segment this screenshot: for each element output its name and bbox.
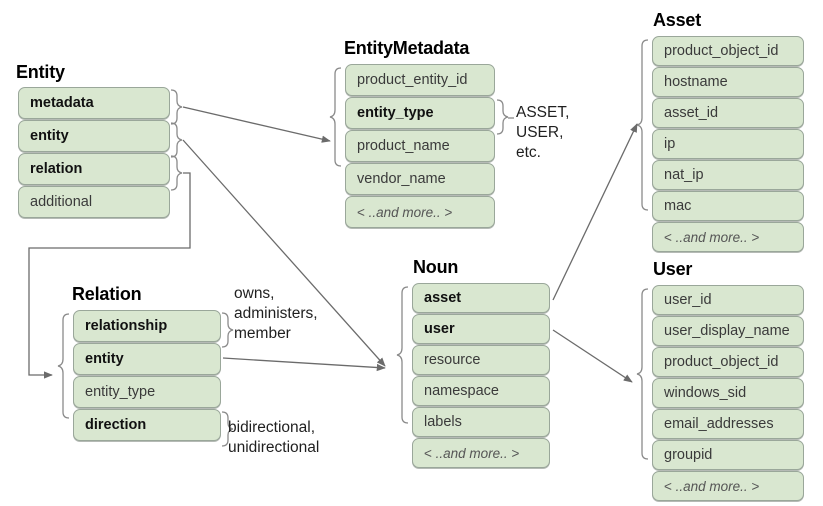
field-relation-1[interactable]: entity xyxy=(73,343,221,375)
note-relationship-values: owns, administers, member xyxy=(234,285,318,342)
field-entitymetadata-more[interactable]: < ..and more.. > xyxy=(345,196,495,228)
field-entity-2[interactable]: relation xyxy=(18,153,170,185)
field-asset-4[interactable]: nat_ip xyxy=(652,160,804,190)
field-asset-3[interactable]: ip xyxy=(652,129,804,159)
group-title-user: User xyxy=(653,259,693,279)
field-user-4[interactable]: email_addresses xyxy=(652,409,804,439)
field-entitymetadata-0[interactable]: product_entity_id xyxy=(345,64,495,96)
field-user-1[interactable]: user_display_name xyxy=(652,316,804,346)
note-entity-type-values: ASSET, USER, etc. xyxy=(516,104,570,161)
wire-noun-user-to-user xyxy=(552,329,633,383)
field-asset-more[interactable]: < ..and more.. > xyxy=(652,222,804,252)
brace-entitytype-right xyxy=(496,99,514,135)
field-entity-0[interactable]: metadata xyxy=(18,87,170,119)
field-relation-2[interactable]: entity_type xyxy=(73,376,221,408)
field-asset-5[interactable]: mac xyxy=(652,191,804,221)
group-title-relation: Relation xyxy=(72,284,142,304)
field-relation-0[interactable]: relationship xyxy=(73,310,221,342)
field-noun-0[interactable]: asset xyxy=(412,283,550,313)
brace-entity-relation-right xyxy=(170,155,183,191)
wire-metadata-to-entitymetadata xyxy=(182,106,331,143)
brace-relation-left xyxy=(57,313,70,419)
field-user-3[interactable]: windows_sid xyxy=(652,378,804,408)
field-relation-3[interactable]: direction xyxy=(73,409,221,441)
brace-entitymetadata-left xyxy=(329,67,342,167)
field-entity-1[interactable]: entity xyxy=(18,120,170,152)
field-user-2[interactable]: product_object_id xyxy=(652,347,804,377)
group-title-asset: Asset xyxy=(653,10,702,30)
brace-user-left xyxy=(636,288,649,460)
field-asset-1[interactable]: hostname xyxy=(652,67,804,97)
field-noun-1[interactable]: user xyxy=(412,314,550,344)
field-entitymetadata-1[interactable]: entity_type xyxy=(345,97,495,129)
group-title-noun: Noun xyxy=(413,257,459,277)
field-entity-3[interactable]: additional xyxy=(18,186,170,218)
group-title-entity: Entity xyxy=(16,62,65,82)
field-user-0[interactable]: user_id xyxy=(652,285,804,315)
field-user-5[interactable]: groupid xyxy=(652,440,804,470)
field-entitymetadata-2[interactable]: product_name xyxy=(345,130,495,162)
field-entitymetadata-3[interactable]: vendor_name xyxy=(345,163,495,195)
brace-entity-metadata-right xyxy=(170,89,183,125)
field-user-more[interactable]: < ..and more.. > xyxy=(652,471,804,501)
field-noun-2[interactable]: resource xyxy=(412,345,550,375)
field-asset-2[interactable]: asset_id xyxy=(652,98,804,128)
field-asset-0[interactable]: product_object_id xyxy=(652,36,804,66)
group-title-entitymetadata: EntityMetadata xyxy=(344,38,470,58)
field-noun-4[interactable]: labels xyxy=(412,407,550,437)
brace-noun-left xyxy=(396,286,409,424)
field-noun-more[interactable]: < ..and more.. > xyxy=(412,438,550,468)
wire-relation-entity-to-noun xyxy=(222,357,386,372)
note-direction-values: bidirectional, unidirectional xyxy=(228,419,320,456)
field-noun-3[interactable]: namespace xyxy=(412,376,550,406)
brace-relation-relationship-right xyxy=(221,312,234,348)
brace-entity-entity-right xyxy=(170,122,183,158)
brace-asset-left xyxy=(636,39,649,211)
